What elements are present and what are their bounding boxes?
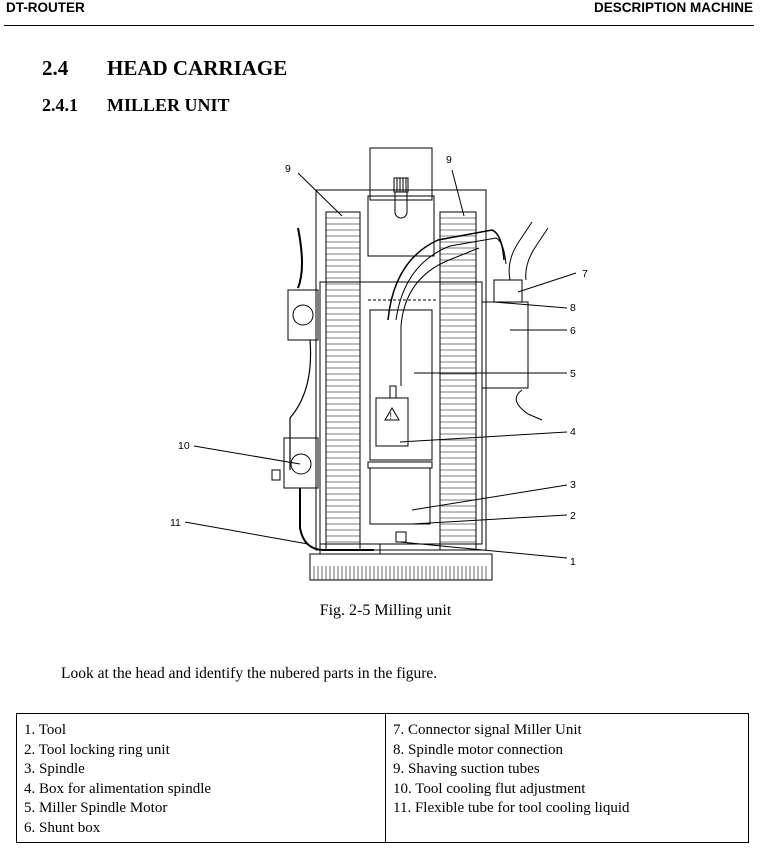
subsection-title: MILLER UNIT	[107, 95, 230, 115]
left-upper-box	[287, 289, 319, 341]
part-item: 3. Spindle	[24, 761, 85, 778]
part-item: 2. Tool locking ring unit	[24, 741, 170, 758]
header-rule	[4, 25, 754, 26]
tool	[395, 531, 407, 543]
section-title: HEAD CARRIAGE	[107, 56, 288, 80]
callout-1: 1	[570, 556, 576, 568]
part-item: 11. Flexible tube for tool cooling liqui…	[393, 800, 630, 817]
parts-table: 1. Tool 2. Tool locking ring unit 3. Spi…	[16, 713, 749, 843]
callout-9-right: 9	[446, 154, 452, 166]
parts-column-right: 7. Connector signal Miller Unit 8. Spind…	[386, 714, 748, 842]
part-item: 9. Shaving suction tubes	[393, 761, 540, 778]
left-lower-box	[283, 437, 319, 489]
callout-10: 10	[178, 440, 190, 452]
callout-3: 3	[570, 479, 576, 491]
alimentation-box	[375, 397, 409, 447]
part-item: 7. Connector signal Miller Unit	[393, 722, 582, 738]
callout-11: 11	[170, 517, 181, 529]
spindle	[369, 467, 431, 525]
callout-8: 8	[570, 302, 576, 314]
part-item: 6. Shunt box	[24, 819, 101, 836]
callout-4: 4	[570, 426, 576, 438]
right-suction-tube	[439, 211, 477, 551]
parts-column-left: 1. Tool 2. Tool locking ring unit 3. Spi…	[17, 714, 386, 842]
motor-housing-top	[367, 195, 435, 257]
left-suction-tube	[325, 211, 361, 551]
part-item: 10. Tool cooling flut adjustment	[393, 780, 586, 797]
header-left: DT-ROUTER	[6, 0, 85, 15]
shunt-box	[481, 301, 529, 389]
base-brush	[309, 553, 493, 581]
figure-caption: Fig. 2-5 Milling unit	[319, 602, 452, 619]
warning-icon	[384, 407, 400, 421]
connector-tube	[508, 221, 549, 281]
intro-text: Look at the head and identify the nubere…	[61, 665, 438, 682]
top-block	[369, 147, 433, 201]
subsection-number: 2.4.1	[42, 95, 78, 115]
part-item: 4. Box for alimentation spindle	[24, 780, 212, 797]
milling-unit-figure: ! 9 9 7 8 6 5 4 3 2 1	[170, 147, 588, 581]
callout-6: 6	[570, 325, 576, 337]
part-item: 5. Miller Spindle Motor	[24, 800, 168, 817]
svg-text:!: !	[390, 411, 393, 421]
section-number: 2.4	[42, 56, 69, 80]
part-item: 8. Spindle motor connection	[393, 741, 563, 758]
part-item: 1. Tool	[24, 722, 67, 738]
spindle-motor	[369, 309, 433, 461]
callout-7: 7	[582, 268, 588, 280]
flexible-cooling-tube	[299, 488, 374, 551]
outer-frame	[315, 189, 487, 551]
callout-2: 2	[570, 510, 576, 522]
callout-9-left: 9	[285, 163, 291, 175]
top-connector	[393, 177, 409, 193]
callout-5: 5	[570, 368, 576, 380]
header-right: DESCRIPTION MACHINE	[593, 0, 753, 15]
